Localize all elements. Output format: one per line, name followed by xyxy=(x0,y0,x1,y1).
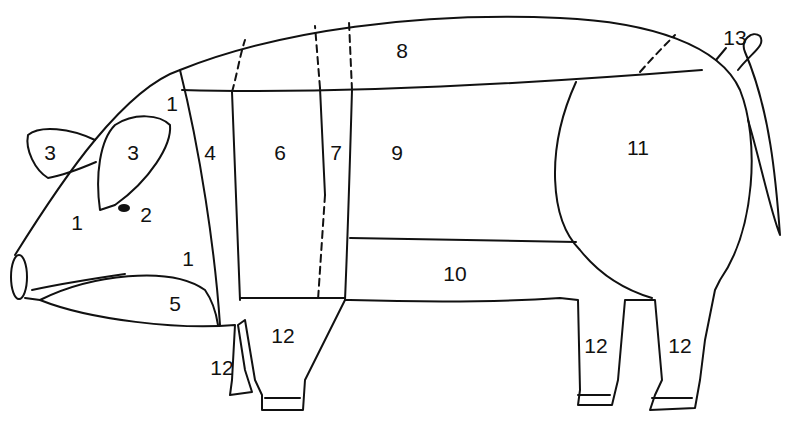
hoof-line xyxy=(265,395,692,398)
cut-line xyxy=(232,92,240,300)
callout-number: 10 xyxy=(443,263,466,284)
eye xyxy=(119,205,129,211)
callout-number: 9 xyxy=(391,142,403,163)
callout-number: 4 xyxy=(204,142,216,163)
callout-number: 3 xyxy=(127,142,139,163)
callout-number: 12 xyxy=(668,335,691,356)
far-ear xyxy=(27,129,96,178)
leader-line xyxy=(716,48,726,60)
cut-line-dashed xyxy=(349,22,352,90)
snout xyxy=(11,255,27,299)
ham-line-dashed xyxy=(640,35,675,72)
callout-number: 5 xyxy=(169,293,181,314)
jowl-line xyxy=(40,276,218,325)
back-line xyxy=(182,70,702,91)
callout-number: 2 xyxy=(140,204,152,225)
cut-line-dashed xyxy=(315,26,320,88)
cut-line xyxy=(320,88,325,195)
belly-line xyxy=(350,238,576,242)
callout-number: 7 xyxy=(330,142,342,163)
callout-number: 8 xyxy=(396,40,408,61)
callout-number: 1 xyxy=(166,93,178,114)
tail xyxy=(738,34,780,235)
ham-line xyxy=(555,82,652,298)
body-outline xyxy=(15,17,752,410)
mouth-line xyxy=(32,274,125,290)
callout-number: 12 xyxy=(210,357,233,378)
cut-line-dashed xyxy=(318,195,325,300)
callout-number: 11 xyxy=(627,137,649,158)
leg-line xyxy=(240,297,345,299)
callout-number: 12 xyxy=(584,335,607,356)
callout-number: 13 xyxy=(723,27,746,48)
callout-number: 1 xyxy=(71,212,83,233)
cut-line-dashed xyxy=(232,40,245,92)
cut-line xyxy=(345,90,352,300)
callout-number: 12 xyxy=(271,325,294,346)
callout-number: 3 xyxy=(44,142,56,163)
callout-number: 1 xyxy=(182,248,194,269)
callout-number: 6 xyxy=(274,142,286,163)
near-ear xyxy=(98,116,170,210)
